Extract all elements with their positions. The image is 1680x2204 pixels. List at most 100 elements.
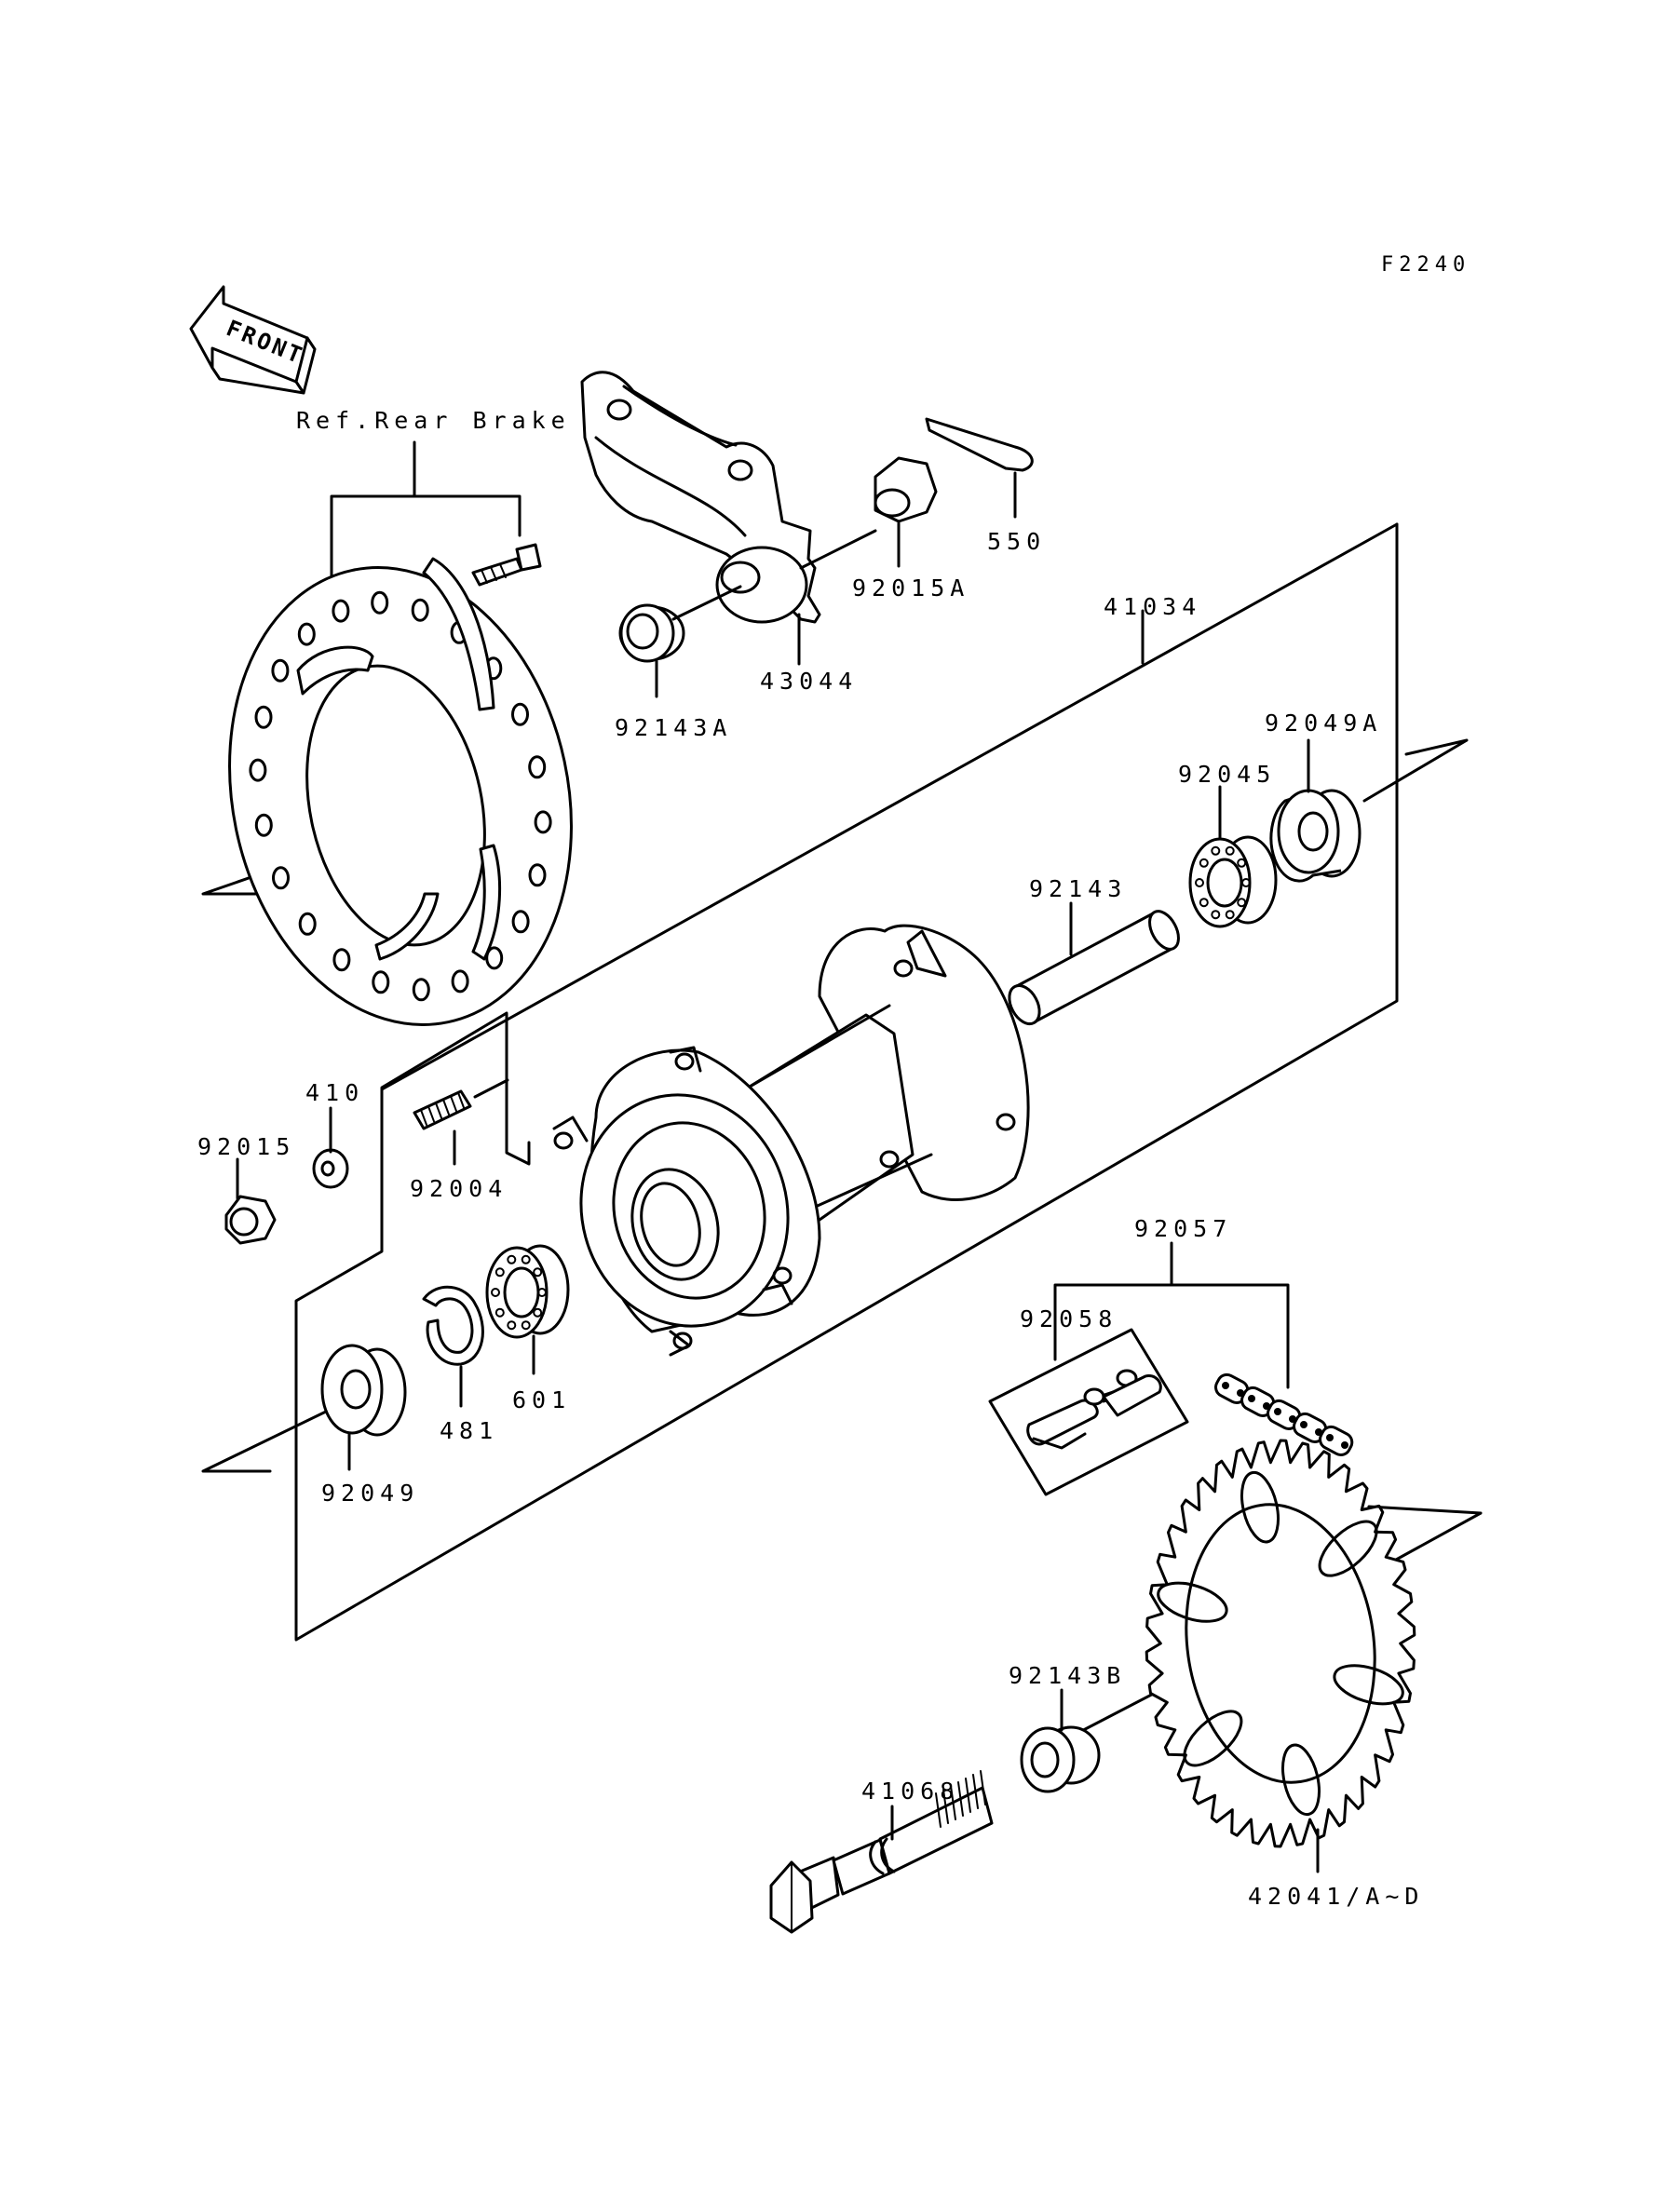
stud-thread xyxy=(435,1102,442,1119)
sprocket-window xyxy=(1333,1664,1404,1706)
bearing-ball xyxy=(1237,898,1247,908)
disc-hole xyxy=(528,863,547,887)
axle-thread xyxy=(942,1789,949,1824)
bearing-ball xyxy=(533,1267,543,1278)
label-92058: 92058 xyxy=(1020,1305,1118,1332)
figure-code: F2240 xyxy=(1381,253,1470,277)
label-92143: 92143 xyxy=(1029,875,1127,902)
sprocket-window xyxy=(1183,1710,1243,1767)
chain-pin xyxy=(1274,1408,1281,1415)
brake-disc xyxy=(228,557,573,1026)
stud-92004 xyxy=(413,1089,472,1130)
circlip-481 xyxy=(422,1285,484,1366)
axle-thread xyxy=(950,1785,956,1820)
disc-hole xyxy=(297,622,316,646)
chain-joint-92058 xyxy=(988,1328,1189,1496)
label-92049: 92049 xyxy=(321,1480,419,1507)
bearing-ball xyxy=(1225,910,1235,920)
cotter-pin-550 xyxy=(925,417,1034,472)
rear-hub xyxy=(552,924,1030,1357)
disc-hole xyxy=(451,969,469,994)
label-550: 550 xyxy=(987,528,1046,555)
collar-92143A xyxy=(618,603,685,663)
bearing-ball xyxy=(533,1307,543,1318)
disc-hole xyxy=(272,866,290,890)
disc-hole xyxy=(412,978,430,1002)
stud-thread xyxy=(450,1095,457,1113)
stud-thread xyxy=(427,1105,435,1123)
bearing-601 xyxy=(485,1244,570,1339)
chain-pin xyxy=(1326,1434,1334,1441)
disc-hole xyxy=(411,598,429,622)
label-92143A: 92143A xyxy=(615,714,732,741)
label-601: 601 xyxy=(512,1386,571,1413)
disc-hole xyxy=(332,599,350,623)
bearing-ball xyxy=(1237,858,1247,868)
bearing-ball xyxy=(1225,845,1235,856)
bearing-92045 xyxy=(1188,835,1278,928)
disc-hole xyxy=(485,946,504,970)
bearing-ball xyxy=(1199,858,1209,868)
bearing-ball xyxy=(507,1320,517,1331)
disc-hole xyxy=(511,910,530,934)
bracket-92057 xyxy=(1053,1283,1290,1389)
leader-collar-92143A xyxy=(671,585,742,621)
collar-92143B xyxy=(1020,1725,1101,1793)
stud-thread xyxy=(457,1091,465,1109)
disc-hole xyxy=(254,813,273,837)
chain-pin xyxy=(1248,1395,1255,1402)
axis-line-right-top xyxy=(1362,738,1469,803)
label-481: 481 xyxy=(440,1417,498,1444)
rear-sprocket-42041 xyxy=(1145,1439,1416,1848)
axle-thread xyxy=(935,1792,942,1828)
stud-thread xyxy=(442,1098,450,1116)
bearing-ball xyxy=(495,1307,505,1318)
axis-line-left-top xyxy=(201,869,286,896)
axle-bolt-41068 xyxy=(769,1770,994,1934)
label-41068: 41068 xyxy=(861,1778,959,1805)
disc-hole xyxy=(332,948,351,972)
seal-92049 xyxy=(320,1344,407,1437)
label-42041: 42041/A~D xyxy=(1248,1883,1424,1910)
stud-thread xyxy=(420,1109,427,1126)
disc-hole xyxy=(372,970,390,994)
bearing-ball xyxy=(491,1288,500,1297)
sprocket-window xyxy=(1157,1581,1228,1623)
spacer-tube-92143 xyxy=(1008,910,1180,1026)
chain-pin xyxy=(1300,1421,1307,1428)
caliper-bracket-43044 xyxy=(580,371,821,624)
label-ref-rear-brake: Ref.Rear Brake xyxy=(296,407,571,434)
bearing-ball xyxy=(495,1267,505,1278)
bearing-ball xyxy=(1199,898,1209,908)
front-arrow-icon: FRONT xyxy=(189,285,317,395)
disc-hole xyxy=(254,705,273,729)
sprocket-window xyxy=(1318,1520,1378,1577)
bearing-ball xyxy=(1195,878,1204,887)
label-92049A: 92049A xyxy=(1265,710,1382,737)
label-92015A: 92015A xyxy=(852,575,969,602)
disc-hole xyxy=(271,658,290,683)
label-92057: 92057 xyxy=(1134,1215,1232,1242)
bearing-ball xyxy=(1211,845,1221,856)
chain-pin xyxy=(1341,1441,1348,1449)
disc-hole xyxy=(249,758,267,782)
disc-hole xyxy=(371,590,389,615)
axle-thread xyxy=(957,1781,964,1817)
label-92015: 92015 xyxy=(197,1133,295,1160)
label-41034: 41034 xyxy=(1104,593,1201,620)
drive-chain xyxy=(1214,1372,1354,1456)
disc-hole xyxy=(528,755,547,779)
bearing-ball xyxy=(1241,878,1251,887)
sprocket-window xyxy=(1281,1743,1321,1817)
assembly-bracket-41034 xyxy=(294,522,1399,1642)
label-43044: 43044 xyxy=(760,668,858,695)
washer-410 xyxy=(312,1148,349,1189)
label-92143B: 92143B xyxy=(1009,1662,1126,1689)
label-410: 410 xyxy=(305,1079,364,1106)
axis-line-left-bottom xyxy=(201,1409,330,1473)
bearing-ball xyxy=(521,1320,531,1331)
axle-thread xyxy=(980,1770,986,1805)
label-92045: 92045 xyxy=(1178,761,1276,788)
